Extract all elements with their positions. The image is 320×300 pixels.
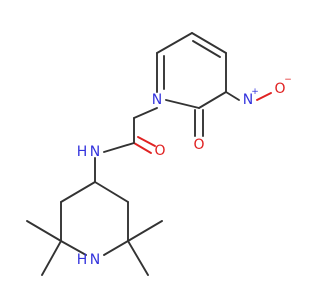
nitro-oxygen-label: O: [274, 81, 285, 97]
bond-ring-nitro: [225, 91, 240, 101]
ring-carbonyl-oxygen-label: O: [193, 137, 204, 153]
bond-ring-c2-c1: [198, 91, 227, 109]
bond-co-nh: [103, 142, 135, 153]
bond-pip-c6-n: [60, 240, 87, 256]
bond-pip-c4-c3: [94, 181, 129, 203]
bond-methyl-b: [41, 240, 62, 276]
bond-pip-c4-c5: [60, 181, 96, 203]
bond-ring-c4-c3-double: [192, 40, 221, 58]
bond-methyl-c: [127, 220, 163, 242]
bond-ring-c5-c4: [156, 32, 193, 54]
bonds: [26, 32, 272, 276]
bond-nitro-oxygen: [256, 92, 272, 101]
bond-methyl-a: [26, 220, 62, 242]
nitro-minus-charge: −: [284, 75, 292, 85]
nitro-plus-charge: +: [251, 87, 259, 97]
bond-pip-c2-n: [103, 240, 129, 256]
piperidine-hydrogen-label: H: [77, 252, 88, 268]
bond-amide-carbonyl-b: [137, 136, 156, 147]
amide-hydrogen-label: H: [77, 144, 88, 160]
bond-methyl-d: [127, 240, 149, 276]
atom-labels: N O N + O − O N H N H: [77, 75, 292, 268]
bond-n-ch2: [133, 107, 158, 119]
piperidine-nitrogen-label: N: [90, 252, 100, 268]
molecule-diagram: N O N + O − O N H N H: [26, 32, 292, 276]
ring-nitrogen-label: N: [152, 92, 162, 108]
bond-ring-c4-c3: [191, 32, 227, 54]
amide-nitrogen-label: N: [90, 144, 100, 160]
amide-oxygen-label: O: [154, 143, 165, 159]
bond-ring-c1-n: [165, 99, 200, 109]
nitro-nitrogen-label: N: [243, 92, 253, 108]
bond-amide-carbonyl-a: [133, 142, 152, 154]
